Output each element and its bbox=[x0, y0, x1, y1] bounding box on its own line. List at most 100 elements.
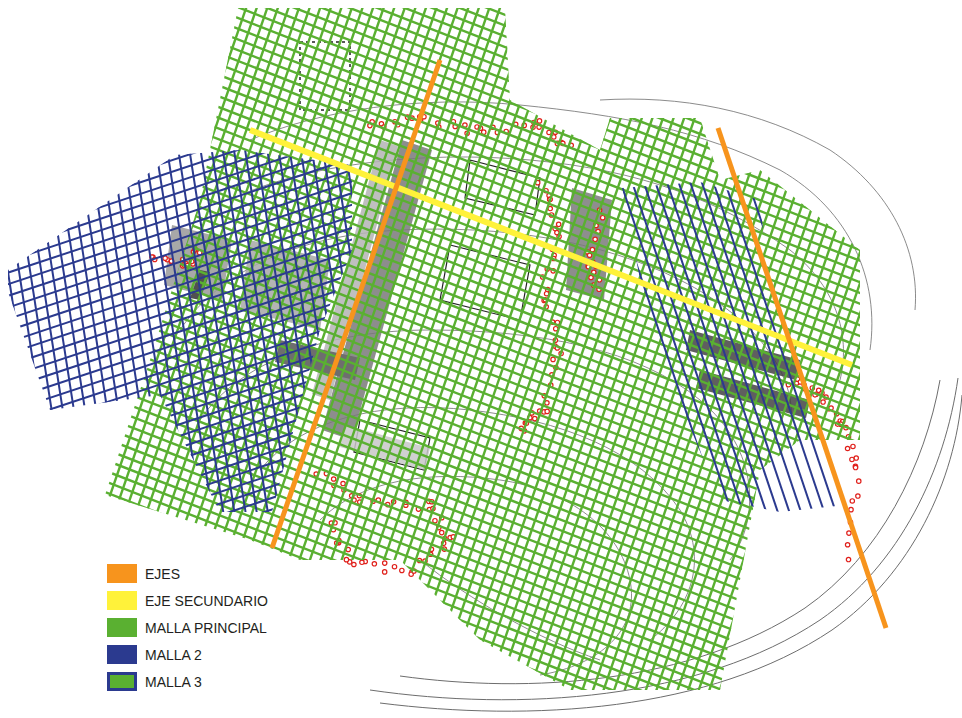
legend-swatch bbox=[107, 564, 137, 583]
grid-line bbox=[0, 0, 962, 275]
tree-dot bbox=[433, 518, 437, 522]
grid-line bbox=[0, 0, 962, 219]
grid-line bbox=[0, 0, 962, 527]
grid-line bbox=[0, 78, 962, 718]
tree-dot bbox=[856, 494, 860, 498]
grid-line bbox=[356, 0, 962, 718]
grid-line bbox=[162, 0, 652, 718]
grid-line bbox=[23, 0, 962, 718]
grid-line bbox=[0, 0, 380, 718]
grid-line bbox=[294, 0, 962, 718]
grid-line bbox=[127, 0, 962, 718]
grid-line bbox=[107, 0, 597, 718]
grid-line bbox=[205, 0, 695, 718]
grid-line bbox=[0, 0, 962, 669]
grid-line bbox=[0, 0, 391, 718]
grid-line bbox=[0, 0, 962, 117]
grid-line bbox=[0, 0, 962, 544]
grid-line bbox=[194, 0, 684, 718]
grid-line bbox=[0, 0, 747, 718]
grid-line bbox=[357, 0, 962, 718]
grid-line bbox=[137, 0, 962, 718]
grid-line bbox=[12, 0, 962, 718]
grid-line bbox=[346, 0, 962, 718]
grid-line bbox=[117, 0, 962, 718]
grid-line bbox=[200, 0, 962, 718]
grid-line bbox=[190, 0, 962, 718]
grid-line bbox=[0, 0, 962, 284]
grid-line bbox=[0, 0, 962, 368]
grid-line bbox=[0, 0, 962, 620]
grid-line bbox=[0, 88, 962, 718]
grid-line bbox=[0, 0, 962, 629]
tree-dot bbox=[851, 444, 855, 448]
grid-line bbox=[0, 0, 962, 489]
grid-line bbox=[96, 0, 962, 718]
grid-line bbox=[0, 0, 962, 396]
grid-line bbox=[0, 0, 962, 555]
grid-line bbox=[398, 0, 962, 718]
tree-dot bbox=[545, 409, 549, 413]
grid-line bbox=[0, 0, 336, 718]
grid-line bbox=[9, 0, 499, 718]
grid-line bbox=[0, 0, 962, 523]
grid-line bbox=[0, 34, 962, 718]
legend: EJESEJE SECUNDARIOMALLA PRINCIPALMALLA 2… bbox=[107, 560, 268, 695]
grid-line bbox=[0, 0, 488, 718]
grid-line bbox=[409, 0, 962, 718]
grid-line bbox=[304, 0, 962, 718]
tree-dot bbox=[601, 216, 605, 220]
axes bbox=[250, 60, 886, 628]
tree-dot bbox=[382, 570, 386, 574]
grid-line bbox=[0, 0, 962, 657]
legend-item: MALLA 3 bbox=[107, 668, 268, 695]
grid-line bbox=[0, 0, 228, 718]
grid-line bbox=[0, 99, 962, 718]
grid-line bbox=[0, 0, 293, 718]
legend-swatch bbox=[107, 645, 137, 664]
grid-line bbox=[44, 0, 962, 718]
grid-line bbox=[0, 0, 347, 718]
grid-line bbox=[0, 0, 962, 694]
tree-dot bbox=[360, 560, 364, 564]
grid-line bbox=[419, 0, 962, 718]
grid-line bbox=[0, 0, 962, 534]
grid-line bbox=[0, 0, 962, 545]
grid-line bbox=[249, 0, 739, 718]
grid-line bbox=[140, 0, 630, 718]
legend-swatch bbox=[107, 672, 137, 691]
grid-line bbox=[0, 0, 141, 718]
grid-line bbox=[0, 0, 962, 680]
tree-dot bbox=[853, 465, 857, 469]
grid-line bbox=[0, 0, 962, 564]
grid-line bbox=[259, 0, 749, 718]
legend-text: MALLA PRINCIPAL bbox=[145, 620, 267, 636]
grid-line bbox=[0, 0, 962, 461]
grid-line bbox=[0, 0, 962, 517]
grid-line bbox=[148, 0, 962, 718]
grid-line bbox=[0, 0, 962, 126]
grid-line bbox=[0, 0, 282, 718]
tree-dot bbox=[400, 568, 404, 572]
grid-line bbox=[315, 0, 962, 718]
grid-line bbox=[0, 0, 467, 718]
grid-line bbox=[0, 0, 962, 452]
grid-line bbox=[0, 164, 962, 718]
tree-dot bbox=[845, 543, 849, 547]
grid-line bbox=[0, 0, 962, 331]
grid-line bbox=[0, 0, 962, 406]
grid-line bbox=[0, 0, 255, 718]
grid-line bbox=[0, 0, 962, 145]
grid-line bbox=[206, 0, 962, 718]
grid-line bbox=[0, 0, 962, 191]
grid-line bbox=[0, 0, 962, 471]
tree-dot bbox=[533, 416, 537, 420]
secondary-axis bbox=[250, 130, 852, 365]
legend-item: MALLA PRINCIPAL bbox=[107, 614, 268, 641]
grid-line bbox=[0, 0, 962, 229]
grid-line bbox=[0, 36, 962, 718]
legend-item: MALLA 2 bbox=[107, 641, 268, 668]
grid-line bbox=[216, 0, 706, 718]
